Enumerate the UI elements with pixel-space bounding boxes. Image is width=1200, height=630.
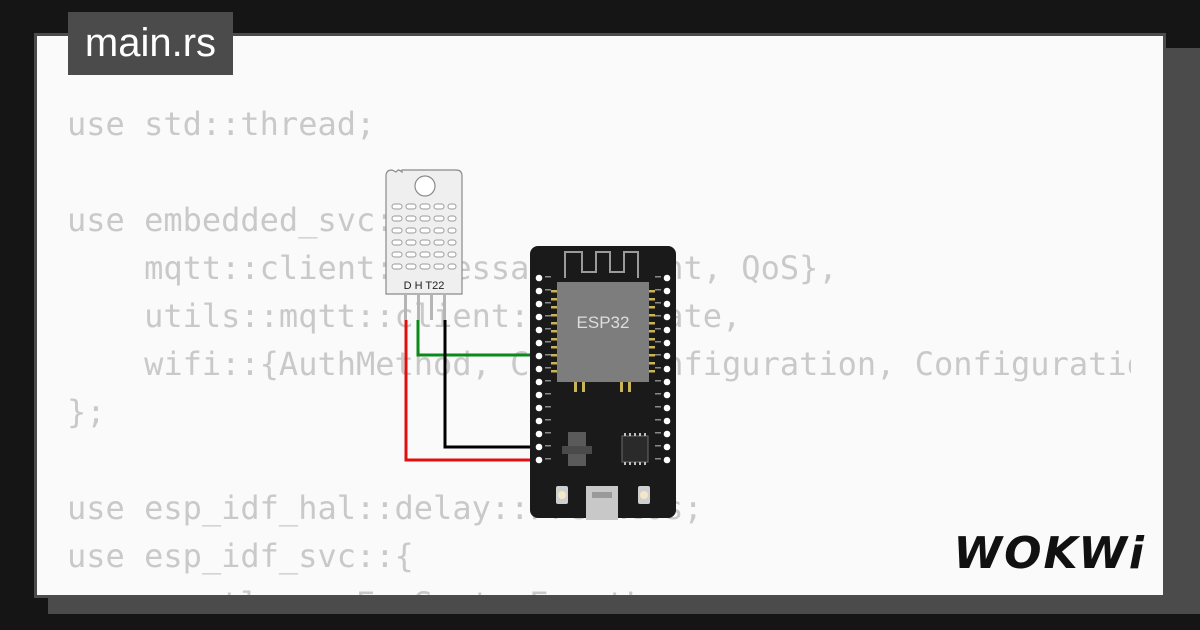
file-tab[interactable]: main.rs xyxy=(68,12,233,75)
code-line: use esp_idf_svc::{ xyxy=(67,537,414,575)
board-label: ESP32 xyxy=(577,313,630,332)
circuit-diagram: D H T22 ESP32 xyxy=(385,169,676,520)
code-line: eventloop::EspSystemEventLoop, xyxy=(67,580,1131,595)
usb-port xyxy=(586,486,618,520)
code-line: }; xyxy=(67,393,106,431)
wokwi-logo[interactable]: WOKWi xyxy=(953,528,1146,579)
sensor-label: D H T22 xyxy=(404,280,445,292)
esp32-board[interactable]: ESP32 xyxy=(530,246,676,520)
dht22-sensor[interactable]: D H T22 xyxy=(385,169,463,320)
code-line: use std::thread; xyxy=(67,105,376,143)
code-line: use embedded_svc::{ xyxy=(67,201,434,239)
wire-signal[interactable] xyxy=(416,320,540,357)
